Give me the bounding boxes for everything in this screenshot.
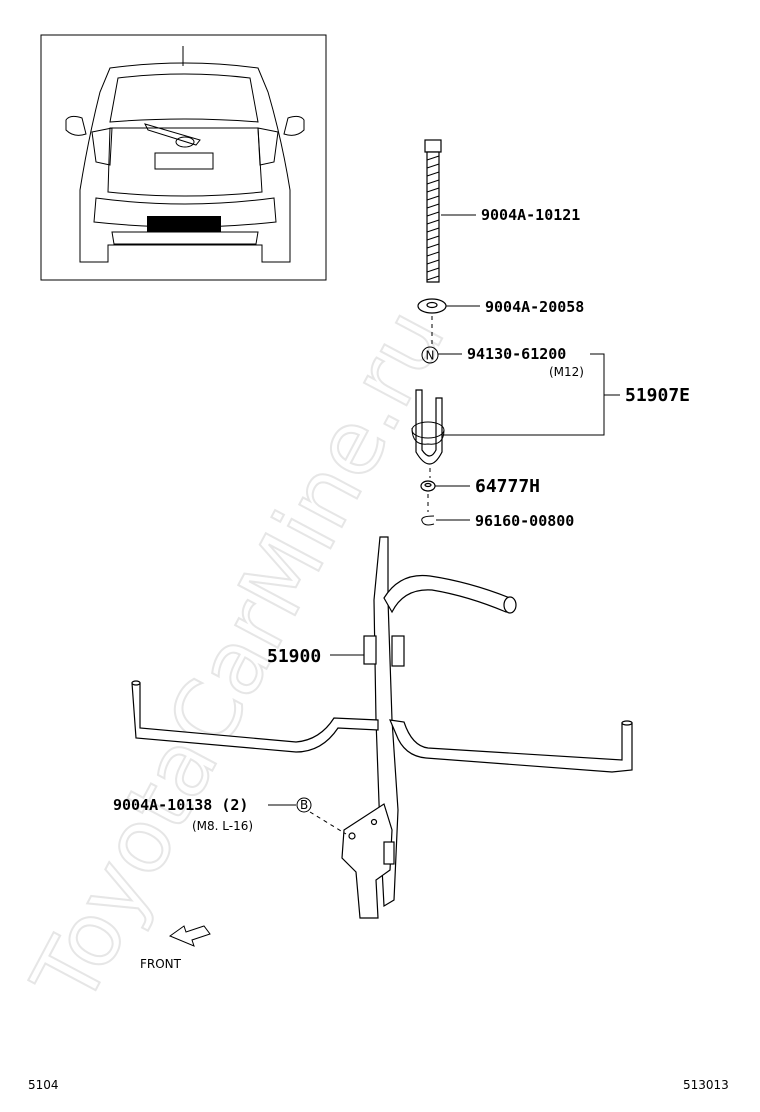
vehicle-rear-view-inset [40, 34, 327, 281]
nut-marker: N [426, 349, 435, 363]
u-hanger [411, 389, 445, 465]
label-carrier-bolt-note: (M8. L-16) [192, 819, 253, 833]
washer: 9004A-20058 [417, 298, 584, 316]
label-cushion: 64777H [475, 476, 540, 497]
label-washer: 9004A-20058 [485, 298, 584, 316]
cushion: 64777H [420, 476, 540, 497]
label-carrier-bolt: 9004A-10138 (2) [113, 796, 248, 814]
carrier-bolt: 9004A-10138 (2) B (M8. L-16) [113, 796, 347, 835]
nut: N 94130-61200 (M12) [421, 345, 584, 379]
label-nut-note: (M12) [549, 365, 584, 379]
hanger-bolt: 9004A-10121 [424, 139, 580, 283]
clip: 96160-00800 [421, 512, 574, 530]
label-carrier: 51900 [267, 646, 321, 667]
front-arrow-icon: FRONT [140, 925, 211, 971]
footer-right: 513013 [683, 1078, 729, 1092]
spare-tire-carrier: 51900 [131, 536, 633, 919]
front-label: FRONT [140, 957, 182, 971]
bolt-marker: B [300, 798, 308, 812]
assembly-bracket: 51907E [438, 353, 690, 436]
label-bolt: 9004A-10121 [481, 206, 580, 224]
label-clip: 96160-00800 [475, 512, 574, 530]
label-nut: 94130-61200 [467, 345, 566, 363]
footer-left: 5104 [28, 1078, 59, 1092]
label-assembly: 51907E [625, 385, 690, 406]
